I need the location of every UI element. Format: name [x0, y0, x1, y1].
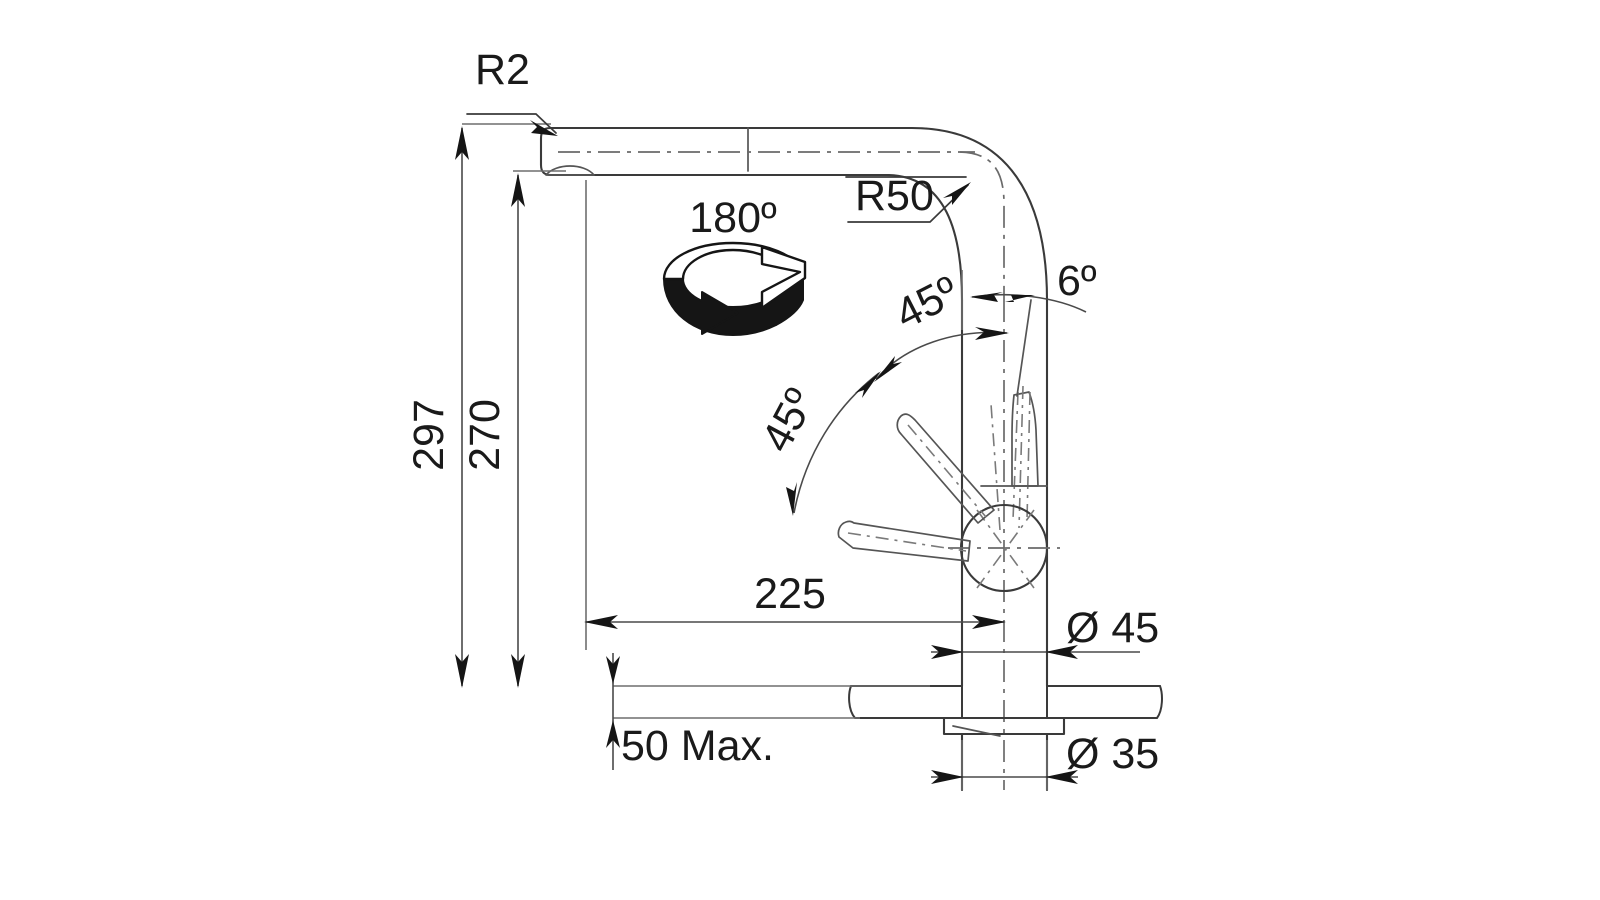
- countertop-section: [848, 685, 1163, 719]
- dimension-label-dia-45: Ø 45: [1066, 604, 1159, 652]
- washer-chamfer: [952, 725, 1001, 737]
- callout-r50: R50: [845, 172, 971, 223]
- rotation-180-icon: 180º: [662, 194, 807, 336]
- lever-handle-position-down: [837, 520, 971, 562]
- dimension-label-297: 297: [405, 399, 453, 471]
- arrowhead-270-top: [511, 173, 525, 207]
- arrowhead-r2: [530, 120, 558, 136]
- dimension-label-6deg: 6º: [1057, 257, 1097, 305]
- arrowhead-45deg-upper-end: [975, 327, 1009, 340]
- lever-handle-position-up: [896, 413, 995, 524]
- dimension-270: 270: [461, 170, 566, 688]
- arrowhead-dia-45-right: [1045, 645, 1078, 659]
- neck-outer-wall: [549, 126, 1049, 302]
- rotation-arrowhead-black: [701, 291, 739, 335]
- spray-head-hidden-centerline: [1018, 385, 1024, 529]
- dimension-label-225: 225: [754, 570, 826, 618]
- arrowhead-dia-35-right: [1045, 770, 1078, 784]
- dimension-50-max: 50 Max.: [606, 653, 930, 770]
- arrowhead-45deg-lower-end: [855, 371, 881, 398]
- pivot-diagonal-b: [976, 509, 1035, 589]
- arrowhead-297-bottom: [455, 654, 469, 688]
- neck-bend-centerline: [959, 151, 1005, 300]
- arrowhead-dia-35-left: [931, 770, 964, 784]
- arrowhead-50-top: [606, 656, 620, 684]
- rotation-arrowhead-white: [760, 245, 807, 310]
- arrowhead-6deg-left: [970, 292, 1003, 302]
- hose-hidden-line-a: [1012, 391, 1019, 521]
- arrowhead-50-bottom: [606, 720, 620, 748]
- countertop-right-slab: [1046, 685, 1163, 719]
- dimension-dia-35: Ø 35: [931, 730, 1159, 790]
- arrowhead-dia-45-left: [931, 645, 964, 659]
- callout-label-r2: R2: [475, 46, 530, 94]
- arrowhead-45deg-lower-start: [786, 482, 797, 516]
- dimension-dia-45: Ø 45: [931, 604, 1159, 659]
- dimension-225: 225: [584, 180, 1006, 650]
- arrowhead-297-top: [455, 126, 469, 160]
- callout-label-r50: R50: [855, 172, 934, 220]
- hose-hidden-line-b: [1026, 391, 1031, 521]
- dimension-297: 297: [405, 123, 551, 688]
- dimension-label-50-max: 50 Max.: [621, 722, 774, 770]
- arrowhead-225-left: [584, 615, 618, 629]
- mounting-washer: [942, 716, 1066, 736]
- faucet-outline-group: [539, 126, 1163, 792]
- arrowhead-225-right: [972, 615, 1006, 629]
- arrowhead-6deg-right: [1005, 295, 1035, 302]
- spray-tilt-edge: [1016, 299, 1032, 397]
- dimension-6deg: 6º: [961, 257, 1097, 330]
- lever-handle-position-vertical: [990, 403, 1001, 531]
- arrowhead-270-bottom: [511, 654, 525, 688]
- dimension-label-dia-35: Ø 35: [1066, 730, 1159, 778]
- dimension-label-270: 270: [461, 399, 509, 471]
- arrowhead-r50: [943, 182, 971, 205]
- arrowhead-45deg-upper-start: [874, 356, 902, 382]
- countertop-left-slab: [848, 685, 963, 719]
- leader-line-r2: [466, 113, 557, 134]
- rotation-label-180: 180º: [689, 194, 777, 242]
- callout-r2: R2: [466, 46, 558, 136]
